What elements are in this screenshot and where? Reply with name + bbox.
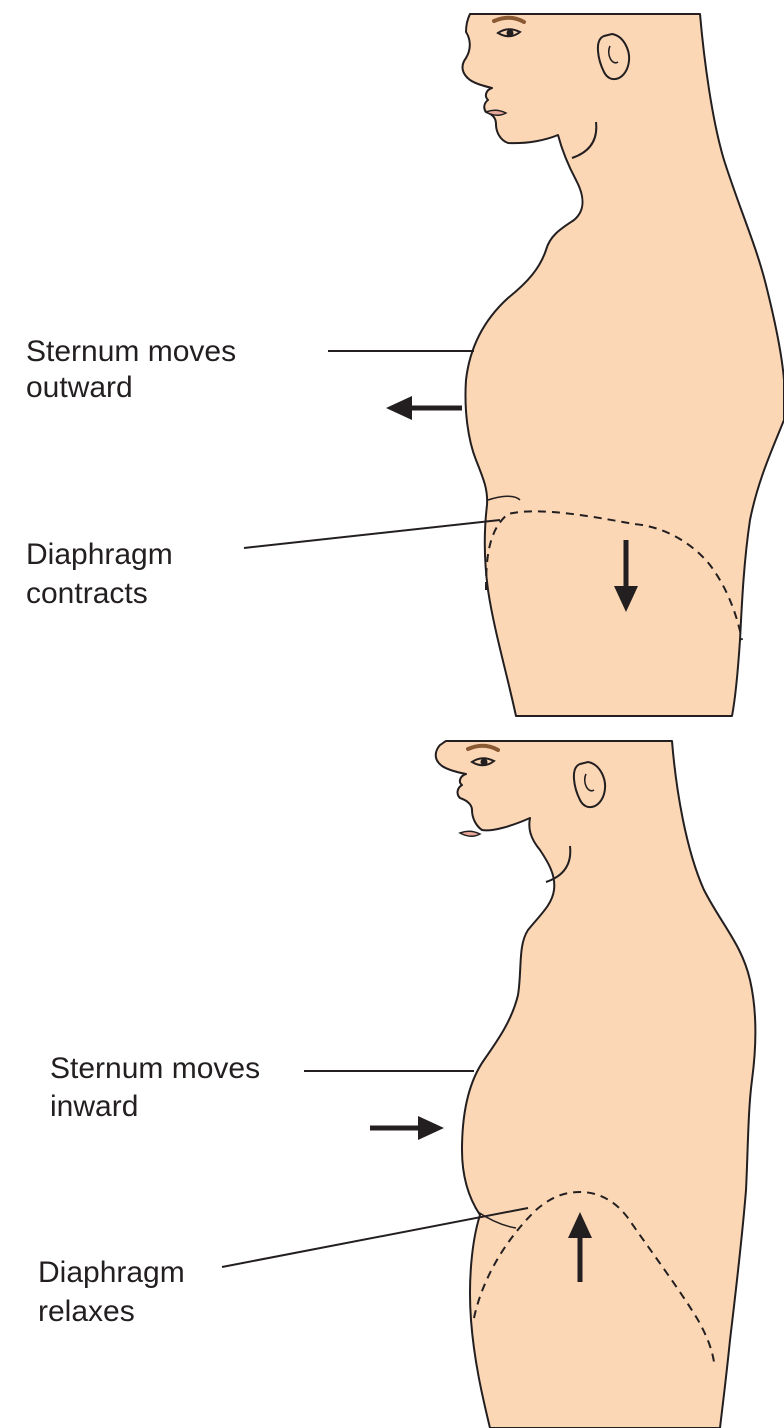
torso-figure-bottom [436, 741, 756, 1428]
body-silhouette-bottom [436, 741, 756, 1428]
lips-top [486, 110, 506, 115]
sternum-arrow-top [386, 396, 462, 420]
diaphragm-label-top-line2: contracts [26, 577, 148, 610]
diaphragm-leader-line-top [244, 520, 500, 548]
sternum-label-bottom-line2: inward [50, 1090, 138, 1123]
inhalation-panel: Sternum moves outward Diaphragm contract… [26, 14, 784, 716]
pupil-top [507, 30, 514, 37]
pupil-bottom [481, 759, 488, 766]
sternum-arrow-bottom [370, 1116, 444, 1140]
torso-figure-top [463, 14, 784, 716]
sternum-label-bottom: Sternum moves [50, 1052, 260, 1085]
sternum-label-top-line2: outward [26, 371, 133, 404]
body-silhouette-top [463, 14, 784, 716]
diaphragm-label-bottom-line2: relaxes [38, 1295, 135, 1328]
diaphragm-label-top: Diaphragm [26, 538, 173, 571]
lips-bottom [460, 831, 480, 836]
sternum-label-top: Sternum moves [26, 335, 236, 368]
diaphragm-label-bottom: Diaphragm [38, 1256, 185, 1289]
exhalation-panel: Sternum moves inward Diaphragm relaxes [38, 741, 756, 1428]
